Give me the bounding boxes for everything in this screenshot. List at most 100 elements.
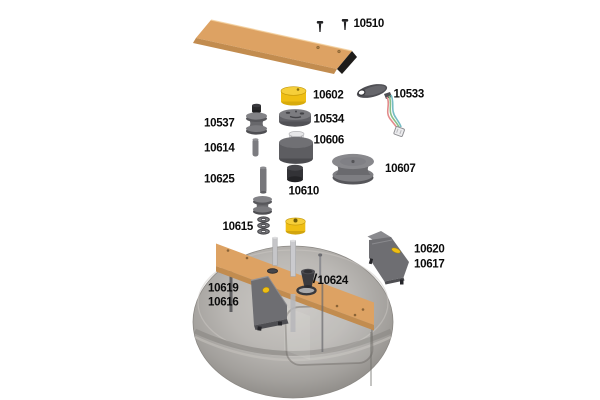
bracket-left-foot bbox=[257, 326, 262, 331]
pin-body bbox=[252, 139, 259, 157]
cable-connector bbox=[393, 126, 405, 137]
spool-cap-body bbox=[252, 105, 261, 112]
sensor-hole bbox=[357, 89, 366, 96]
rod-below-board bbox=[290, 294, 296, 332]
dome-seam-light bbox=[194, 335, 392, 362]
cap-top-dot bbox=[293, 218, 298, 223]
spool-bottom-flange bbox=[253, 206, 272, 213]
sensor-head-top bbox=[362, 85, 386, 96]
sleeve-body bbox=[287, 167, 303, 180]
wire-teal bbox=[390, 94, 402, 128]
bracket-left-slope-edge bbox=[267, 276, 288, 306]
label-10617: 10617 bbox=[414, 259, 444, 271]
part-bracket-right-10620-10617 bbox=[367, 231, 409, 285]
disc-dot bbox=[295, 110, 297, 113]
board-hole bbox=[353, 313, 357, 317]
standoff-rod bbox=[290, 240, 296, 277]
wire-green bbox=[388, 95, 401, 129]
disc-hole bbox=[299, 112, 305, 115]
washer bbox=[257, 222, 270, 229]
connector-pin bbox=[396, 128, 399, 133]
board-hole bbox=[361, 308, 365, 311]
top-board-hole bbox=[337, 49, 341, 54]
label-10614: 10614 bbox=[204, 143, 235, 155]
standoff-rod-top bbox=[272, 236, 278, 239]
top-board-hole bbox=[316, 45, 320, 50]
bracket-right-foot bbox=[368, 258, 374, 265]
part-standoffs bbox=[272, 236, 323, 284]
spool-cap-bottom bbox=[252, 109, 261, 114]
board-grommet bbox=[296, 285, 317, 296]
bracket-left-plate bbox=[251, 276, 287, 326]
pulley-center-hole bbox=[351, 159, 355, 164]
part-sleeve-10610 bbox=[287, 164, 303, 183]
sleeve-bottom bbox=[287, 176, 303, 183]
yellow-indicator-dot bbox=[262, 286, 270, 294]
top-board-bevel bbox=[210, 19, 353, 52]
label-leader-10624 bbox=[312, 273, 318, 284]
part-cap-small-yellow bbox=[285, 217, 306, 235]
washer bbox=[257, 228, 270, 235]
hub-collar-top bbox=[288, 131, 305, 138]
label-10620: 10620 bbox=[414, 244, 444, 256]
part-bracket-left-10619-10616 bbox=[250, 275, 289, 331]
label-10510: 10510 bbox=[354, 18, 384, 30]
screw-icon bbox=[341, 19, 349, 30]
spool-top-flange bbox=[246, 112, 267, 120]
part-screws-10510 bbox=[316, 19, 349, 32]
part-washers-10615 bbox=[257, 216, 270, 235]
dome-seam-dark bbox=[193, 328, 393, 356]
part-standoffs-below bbox=[290, 284, 324, 352]
rod-body bbox=[260, 167, 267, 193]
spool-bottom-flange bbox=[246, 125, 267, 132]
part-spool-lower bbox=[253, 196, 272, 215]
bracket-right-bottom bbox=[384, 277, 405, 285]
board-hole bbox=[335, 304, 339, 308]
top-board-underside bbox=[337, 51, 357, 74]
part-sensor-cable-10533 bbox=[356, 84, 405, 137]
funnel-body bbox=[301, 271, 315, 287]
label-10602: 10602 bbox=[313, 90, 343, 102]
label-10606: 10606 bbox=[314, 135, 344, 147]
top-board-front bbox=[193, 38, 337, 74]
part-pin-10614 bbox=[252, 138, 259, 157]
bracket-left-top-edge bbox=[250, 275, 269, 282]
hub-top bbox=[279, 136, 313, 149]
spool-top-flange bbox=[253, 196, 272, 203]
board-hole bbox=[245, 256, 249, 260]
part-rod-10625 bbox=[260, 166, 267, 194]
label-10537: 10537 bbox=[204, 118, 234, 130]
bracket-right-foot bbox=[400, 279, 404, 285]
mount-board-top bbox=[216, 243, 374, 325]
label-10625: 10625 bbox=[204, 174, 235, 186]
thin-screw-head bbox=[318, 253, 323, 257]
disc-top bbox=[279, 109, 311, 120]
part-top-board bbox=[193, 19, 357, 74]
cap-top-dot bbox=[296, 88, 300, 91]
part-cap-10602 bbox=[280, 86, 307, 106]
standoff-rod-top bbox=[290, 239, 296, 242]
bracket-right-plate bbox=[369, 237, 409, 282]
cap-top bbox=[280, 86, 307, 96]
sleeve-top bbox=[287, 164, 303, 171]
part-funnel-10624 bbox=[301, 268, 315, 288]
label-10607: 10607 bbox=[385, 163, 415, 175]
yellow-indicator-dot bbox=[391, 247, 401, 254]
spool-cap-top bbox=[252, 103, 261, 108]
bracket-right-crease bbox=[371, 239, 393, 245]
part-spool-10537 bbox=[246, 103, 267, 135]
board-hole-oval bbox=[267, 268, 278, 274]
label-10616: 10616 bbox=[208, 297, 238, 309]
label-10615: 10615 bbox=[223, 221, 254, 233]
cap-body bbox=[281, 91, 306, 102]
board-hole bbox=[226, 249, 230, 252]
label-10624: 10624 bbox=[318, 275, 349, 287]
funnel-bore bbox=[303, 269, 313, 274]
part-pulley-10607 bbox=[332, 153, 374, 185]
rod-bottom bbox=[260, 191, 267, 194]
label-10610: 10610 bbox=[289, 186, 319, 198]
rod-left-dark bbox=[229, 262, 233, 312]
connector-pin bbox=[399, 129, 402, 135]
